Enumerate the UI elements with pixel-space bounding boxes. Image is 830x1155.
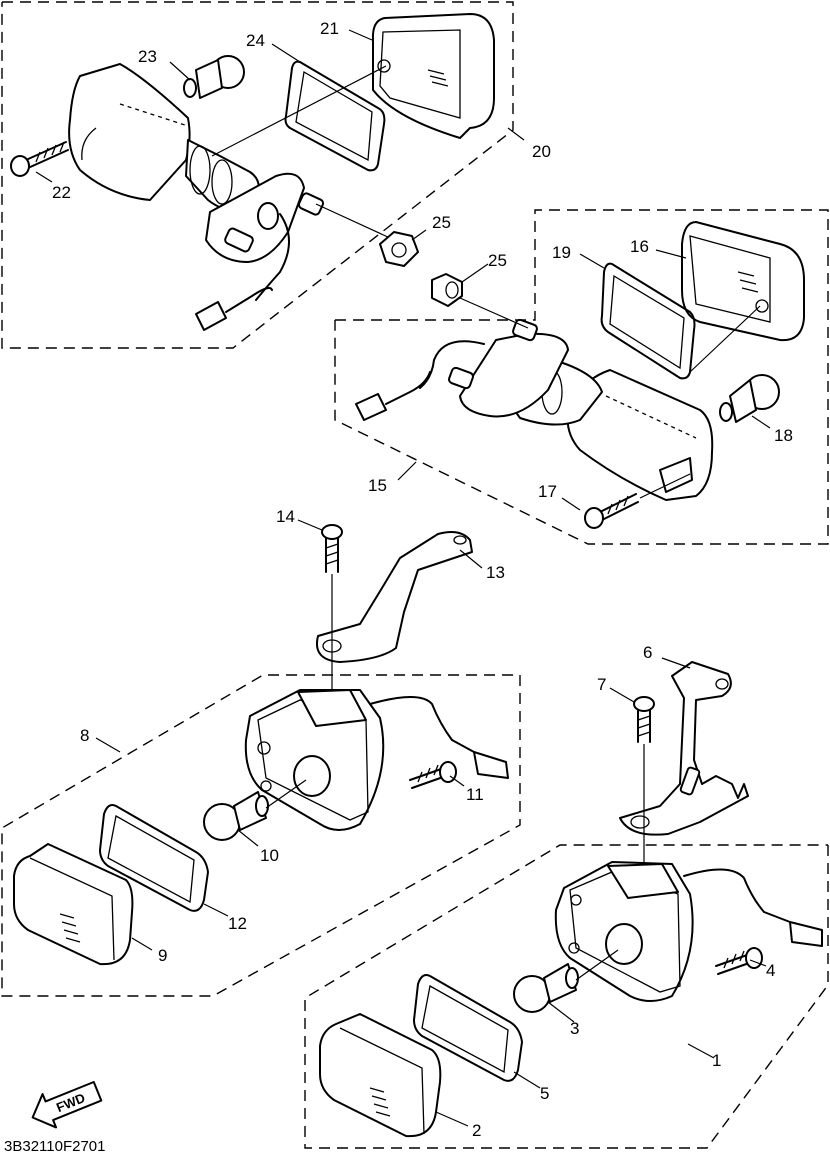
callout-2: 2 bbox=[472, 1121, 481, 1140]
callout-15: 15 bbox=[368, 476, 387, 495]
part-10-bulb bbox=[203, 791, 269, 841]
part-6-bracket bbox=[619, 661, 749, 836]
part-25-nut-upper bbox=[379, 231, 419, 267]
part-9-lens bbox=[13, 843, 134, 966]
callout-9: 9 bbox=[158, 946, 167, 965]
callout-4: 4 bbox=[766, 961, 775, 980]
callout-1: 1 bbox=[712, 1051, 721, 1070]
assembly-15-rear-flasher-right bbox=[334, 209, 829, 545]
callout-10: 10 bbox=[260, 846, 279, 865]
callout-labels: 21 24 23 20 22 25 19 16 25 18 15 17 14 1… bbox=[52, 19, 793, 1140]
part-14-bolt bbox=[321, 524, 343, 573]
callout-22: 22 bbox=[52, 183, 71, 202]
part-25-nut-lower bbox=[431, 273, 463, 307]
part-7-bolt bbox=[633, 696, 655, 743]
callout-3: 3 bbox=[570, 1019, 579, 1038]
part-23-bulb bbox=[183, 55, 245, 99]
assembly-20-rear-flasher-left bbox=[1, 1, 514, 349]
callout-16: 16 bbox=[630, 237, 649, 256]
part-5-gasket bbox=[413, 974, 523, 1082]
callout-21: 21 bbox=[320, 19, 339, 38]
drawing-code: 3B32110F2701 bbox=[4, 1138, 105, 1155]
part-17-screw bbox=[584, 493, 639, 529]
part-8-housing bbox=[244, 689, 509, 831]
part-1-housing bbox=[554, 861, 823, 1002]
part-4-screw bbox=[715, 947, 763, 975]
part-13-bracket bbox=[316, 531, 473, 663]
forward-direction-arrow: FWD bbox=[31, 1080, 103, 1129]
callout-13: 13 bbox=[486, 563, 505, 582]
callout-25-upper: 25 bbox=[432, 213, 451, 232]
callout-12: 12 bbox=[228, 914, 247, 933]
part-3-bulb bbox=[513, 963, 579, 1013]
part-21-lens bbox=[371, 13, 495, 139]
callout-8: 8 bbox=[80, 726, 89, 745]
callout-7: 7 bbox=[597, 675, 606, 694]
part-24-gasket bbox=[284, 60, 386, 172]
part-2-lens bbox=[319, 1013, 442, 1138]
assembly-1-front-flasher-right bbox=[304, 844, 829, 1149]
part-16-lens bbox=[681, 221, 805, 342]
callout-18: 18 bbox=[774, 426, 793, 445]
part-22-screw bbox=[10, 141, 69, 177]
part-18-bulb bbox=[719, 374, 780, 423]
part-20-housing bbox=[68, 63, 325, 331]
callout-14: 14 bbox=[276, 507, 295, 526]
assembly-8-front-flasher-left bbox=[1, 674, 521, 997]
callout-25-lower: 25 bbox=[488, 251, 507, 270]
part-11-screw bbox=[409, 761, 457, 789]
callout-19: 19 bbox=[552, 243, 571, 262]
callout-24: 24 bbox=[246, 31, 265, 50]
part-15-housing bbox=[355, 318, 714, 501]
callout-17: 17 bbox=[538, 482, 557, 501]
leader-lines bbox=[35, 29, 771, 1127]
callout-11: 11 bbox=[466, 785, 484, 804]
callout-20: 20 bbox=[532, 142, 551, 161]
callout-23: 23 bbox=[138, 47, 157, 66]
part-12-gasket bbox=[99, 804, 209, 912]
callout-5: 5 bbox=[540, 1084, 549, 1103]
part-19-gasket bbox=[600, 262, 696, 380]
callout-6: 6 bbox=[643, 643, 652, 662]
